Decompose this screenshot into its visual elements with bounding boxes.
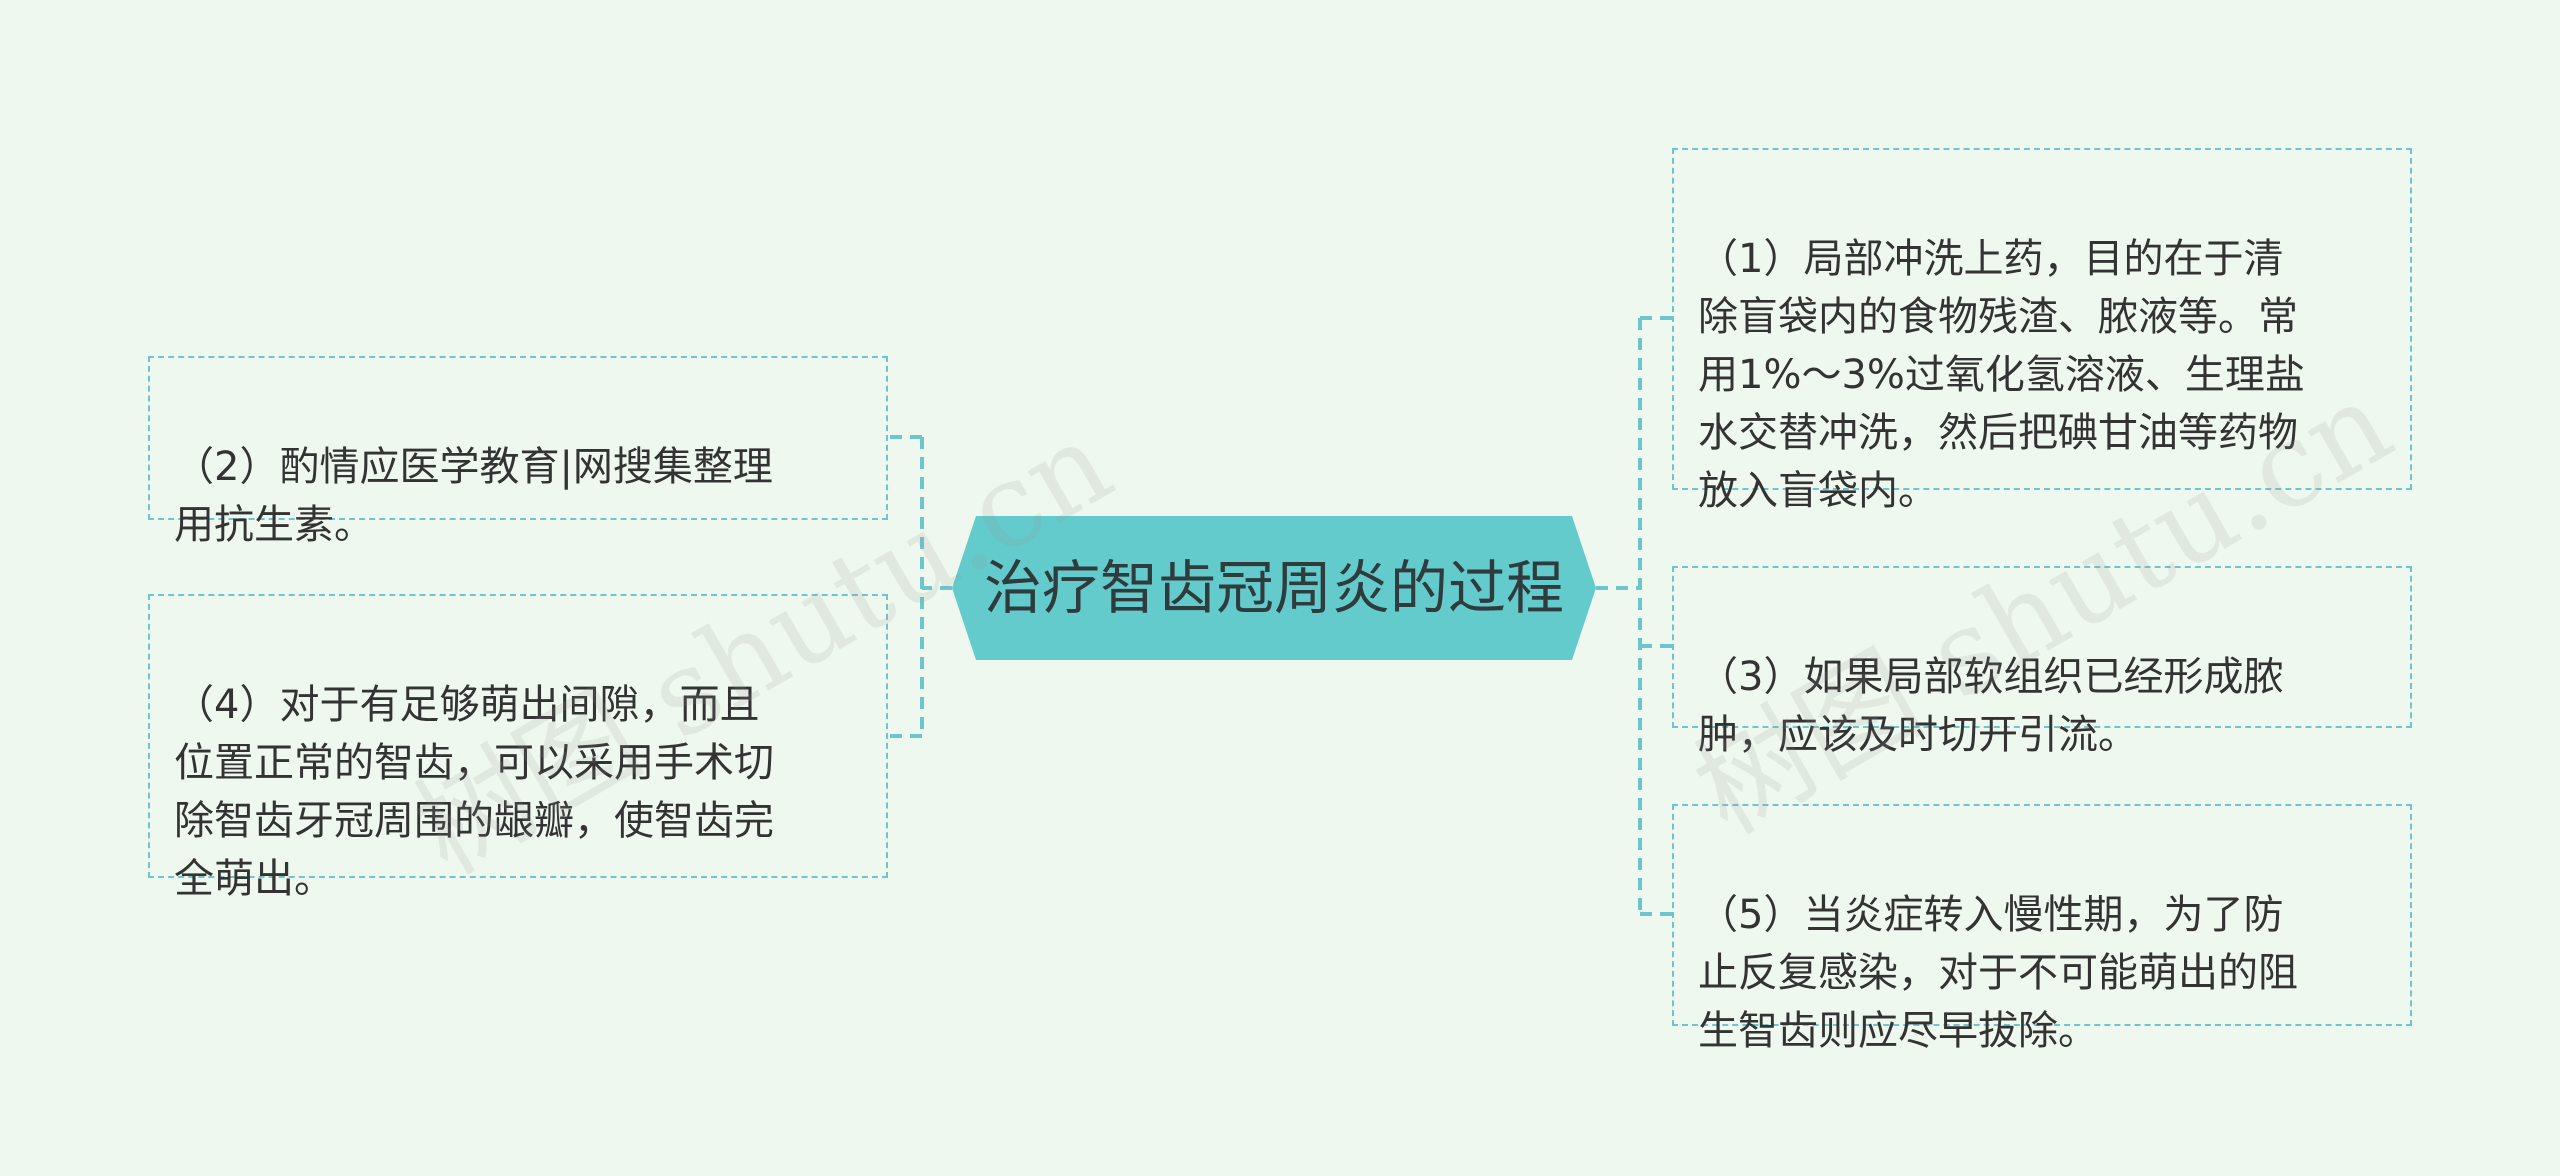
right-node-2-text: （3）如果局部软组织已经形成脓 肿，应该及时切开引流。 bbox=[1698, 654, 2284, 758]
left-node-1-text: （2）酌情应医学教育|网搜集整理 用抗生素。 bbox=[174, 444, 773, 548]
root-title: 治疗智齿冠周炎的过程 bbox=[983, 554, 1564, 622]
right-node-2[interactable]: （3）如果局部软组织已经形成脓 肿，应该及时切开引流。 bbox=[1672, 566, 2412, 758]
left-node-1[interactable]: （2）酌情应医学教育|网搜集整理 用抗生素。 bbox=[148, 356, 888, 548]
right-node-3-text: （5）当炎症转入慢性期，为了防 止反复感染，对于不可能萌出的阻 生智齿则应尽早拔… bbox=[1698, 892, 2298, 1054]
right-node-3[interactable]: （5）当炎症转入慢性期，为了防 止反复感染，对于不可能萌出的阻 生智齿则应尽早拔… bbox=[1672, 804, 2412, 1054]
root-node[interactable]: 治疗智齿冠周炎的过程 bbox=[952, 516, 1596, 660]
right-node-1-text: （1）局部冲洗上药，目的在于清 除盲袋内的食物残渣、脓液等。常 用1%～3%过氧… bbox=[1698, 236, 2305, 514]
left-node-2[interactable]: （4）对于有足够萌出间隙，而且 位置正常的智齿，可以采用手术切 除智齿牙冠周围的… bbox=[148, 594, 888, 902]
right-node-1[interactable]: （1）局部冲洗上药，目的在于清 除盲袋内的食物残渣、脓液等。常 用1%～3%过氧… bbox=[1672, 148, 2412, 514]
left-node-2-text: （4）对于有足够萌出间隙，而且 位置正常的智齿，可以采用手术切 除智齿牙冠周围的… bbox=[174, 682, 774, 902]
root-node-shape bbox=[952, 516, 1596, 660]
